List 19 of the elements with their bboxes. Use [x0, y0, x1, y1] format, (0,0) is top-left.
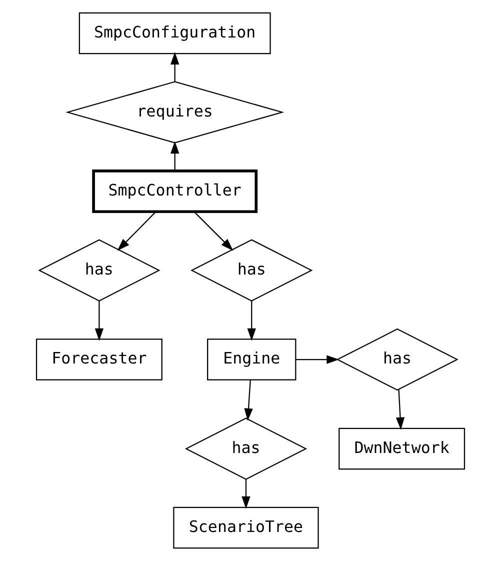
- arrow: [194, 211, 234, 251]
- node-diamond: requires: [66, 81, 284, 144]
- node-box: DwnNetwork: [338, 428, 466, 470]
- arrow: [396, 390, 405, 430]
- node-diamond: has: [336, 328, 458, 391]
- node-box: SmpcConfiguration: [78, 12, 271, 54]
- node-box: SmpcController: [92, 170, 258, 214]
- arrow: [247, 300, 256, 341]
- arrow: [117, 211, 156, 251]
- arrow: [244, 380, 253, 421]
- node-box: Engine: [207, 338, 296, 380]
- arrow: [296, 355, 340, 364]
- arrow: [242, 479, 250, 509]
- arrow: [94, 300, 104, 341]
- arrow: [170, 52, 180, 82]
- node-box: Forecaster: [36, 338, 162, 380]
- node-box: ScenarioTree: [173, 506, 319, 549]
- node-diamond: has: [184, 418, 308, 480]
- arrow: [170, 141, 180, 171]
